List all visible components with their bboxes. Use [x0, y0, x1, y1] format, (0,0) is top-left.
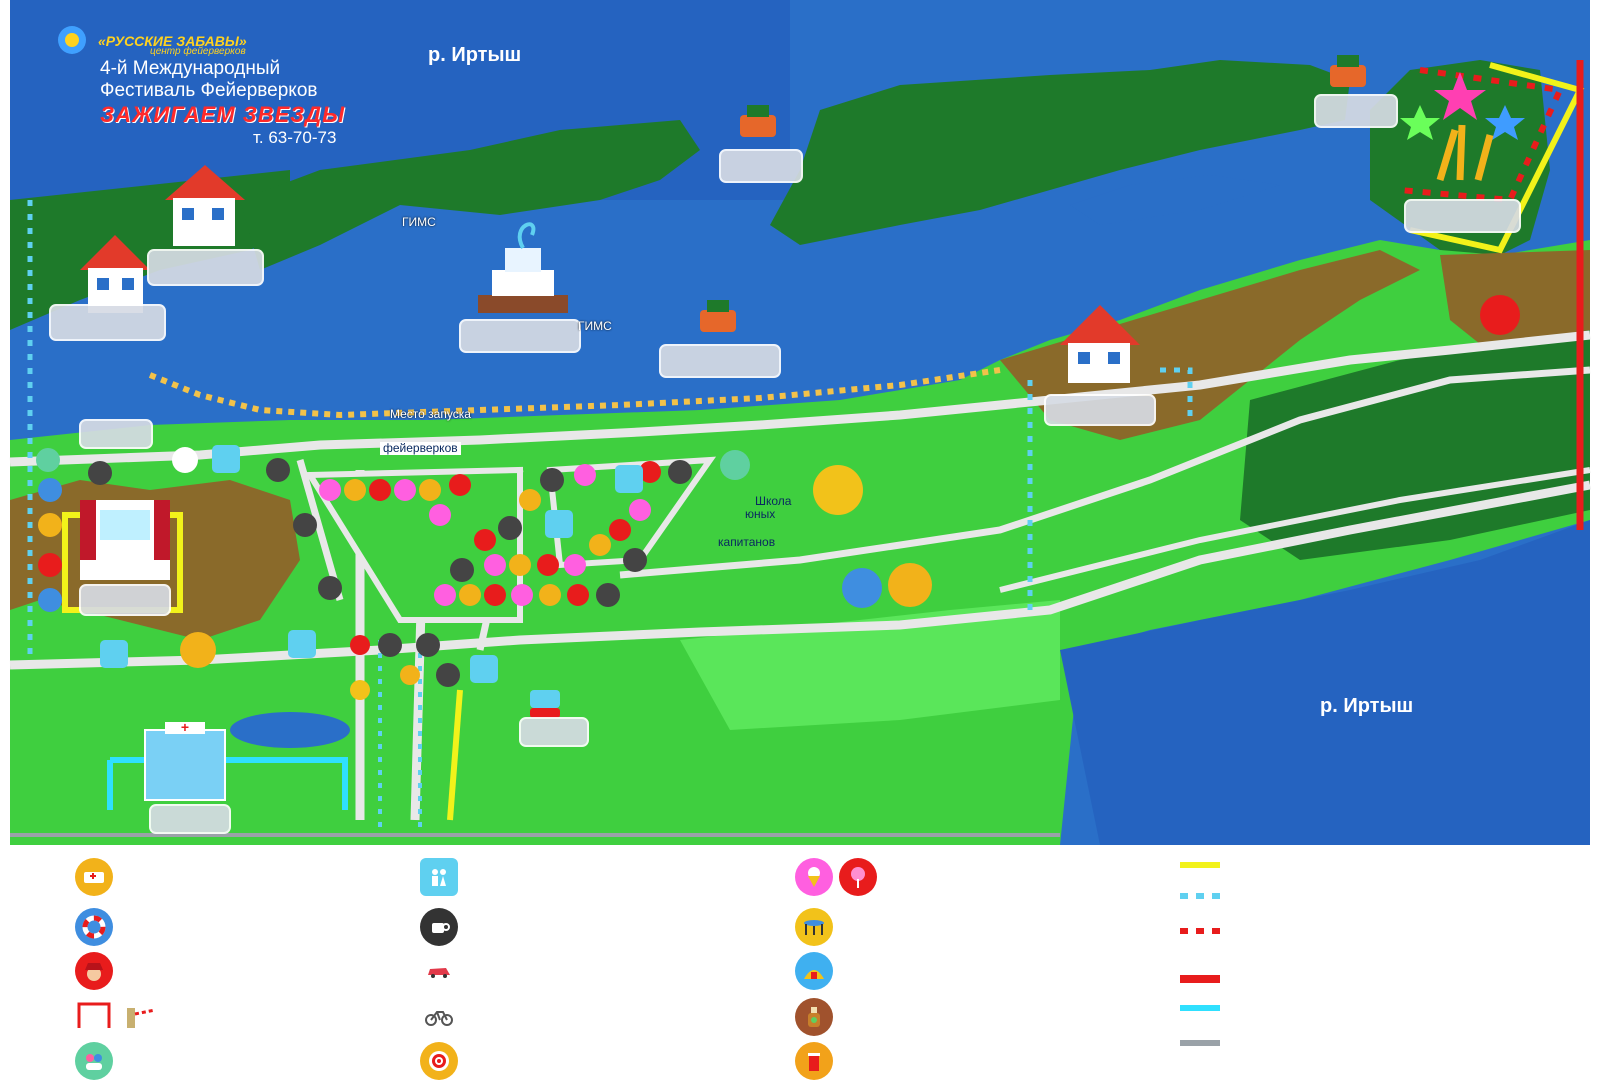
legend-cyan-fence [1180, 1005, 1220, 1011]
ambulance-icon [75, 858, 113, 896]
legend-fence [1180, 862, 1220, 868]
island-central [240, 120, 700, 270]
legend-firefighter [75, 952, 113, 990]
svg-text:+: + [181, 719, 189, 735]
river-label-top: р. Иртыш [428, 44, 522, 66]
legend-rescue [75, 908, 113, 946]
gims-label-1: ГИМС [402, 215, 436, 229]
river-label-bottom: р. Иртыш [1320, 695, 1414, 717]
legend-kpp [75, 998, 156, 1030]
drink-cup-icon [795, 1042, 833, 1080]
ice-cream-icon [795, 858, 833, 896]
festival-title: ЗАЖИГАЕМ ЗВЕЗДЫ [100, 102, 346, 127]
target-icon [420, 1042, 458, 1080]
legend-border [1180, 975, 1220, 983]
trampoline-icon [795, 908, 833, 946]
fence-line-swatch [1180, 862, 1220, 868]
parking-car-icon [530, 690, 560, 708]
legend-car [420, 952, 458, 990]
firefighter-icon [1480, 295, 1520, 335]
gims-label-2: ГИМС [578, 319, 612, 333]
boat-icon-1 [740, 105, 776, 137]
launch-site-label-1: Место запуска [390, 407, 471, 421]
legend-pedestrian [1180, 893, 1220, 899]
car-icon [420, 952, 458, 990]
border-line-swatch [1180, 975, 1220, 983]
legend-icecream [795, 858, 877, 896]
legend-gray-fence [1180, 1040, 1220, 1046]
cotton-candy-icon [839, 858, 877, 896]
gray-line-swatch [1180, 1040, 1220, 1046]
icon-markers [36, 445, 932, 700]
legend-tent [795, 952, 833, 990]
fireworks-stars-icon [1400, 72, 1525, 182]
school-label-3: капитанов [718, 535, 776, 549]
legend-coffee [420, 908, 458, 946]
cyan-line-swatch [1180, 1005, 1220, 1011]
legend-shooting [420, 1042, 458, 1080]
tent-icon [795, 952, 833, 990]
festival-line1: 4-й Международный [100, 58, 281, 79]
barrier-icon [75, 998, 156, 1030]
boat-icon-2 [700, 300, 736, 332]
legend-ambulance [75, 858, 113, 896]
legend-drinks [795, 998, 833, 1036]
legend-toilet [420, 858, 458, 896]
bottle-icon [795, 998, 833, 1036]
festival-phone: т. 63-70-73 [253, 128, 337, 147]
coffee-cup-icon [420, 908, 458, 946]
school-label-1: Школа [755, 494, 792, 508]
danger-line-swatch [1180, 928, 1220, 934]
festival-line2: Фестиваль Фейерверков [100, 80, 318, 101]
brand-logo-icon [52, 20, 92, 60]
school-label-2: юных [745, 507, 776, 521]
lifebuoy-icon [75, 908, 113, 946]
brand-name: «РУССКИЕ ЗАБАВЫ» [98, 33, 247, 49]
legend-cafe [795, 1042, 833, 1080]
legend-trampoline [795, 908, 833, 946]
toilet-icon [420, 858, 458, 896]
launch-site-label-2: фейерверков [380, 442, 461, 455]
river-lower [1060, 520, 1590, 845]
bicycle-icon [420, 998, 458, 1036]
island-right [770, 60, 1350, 245]
map-canvas: + [9, 0, 1591, 845]
firefighter-icon [75, 952, 113, 990]
stage-icon [80, 500, 170, 580]
boat-icon-3 [1330, 55, 1366, 87]
legend-danger [1180, 928, 1220, 934]
map-legend [0, 850, 1606, 1080]
festival-map[interactable]: + [0, 0, 1606, 850]
legend-bicycle [420, 998, 458, 1036]
house-icon-2 [165, 165, 245, 246]
pedestrian-line-swatch [1180, 893, 1220, 899]
legend-interactive [75, 1042, 113, 1080]
fountain-icon [478, 222, 568, 313]
house-icon-3 [1060, 305, 1140, 383]
brand-subtitle: центр фейерверков [150, 46, 246, 57]
people-icon [75, 1042, 113, 1080]
